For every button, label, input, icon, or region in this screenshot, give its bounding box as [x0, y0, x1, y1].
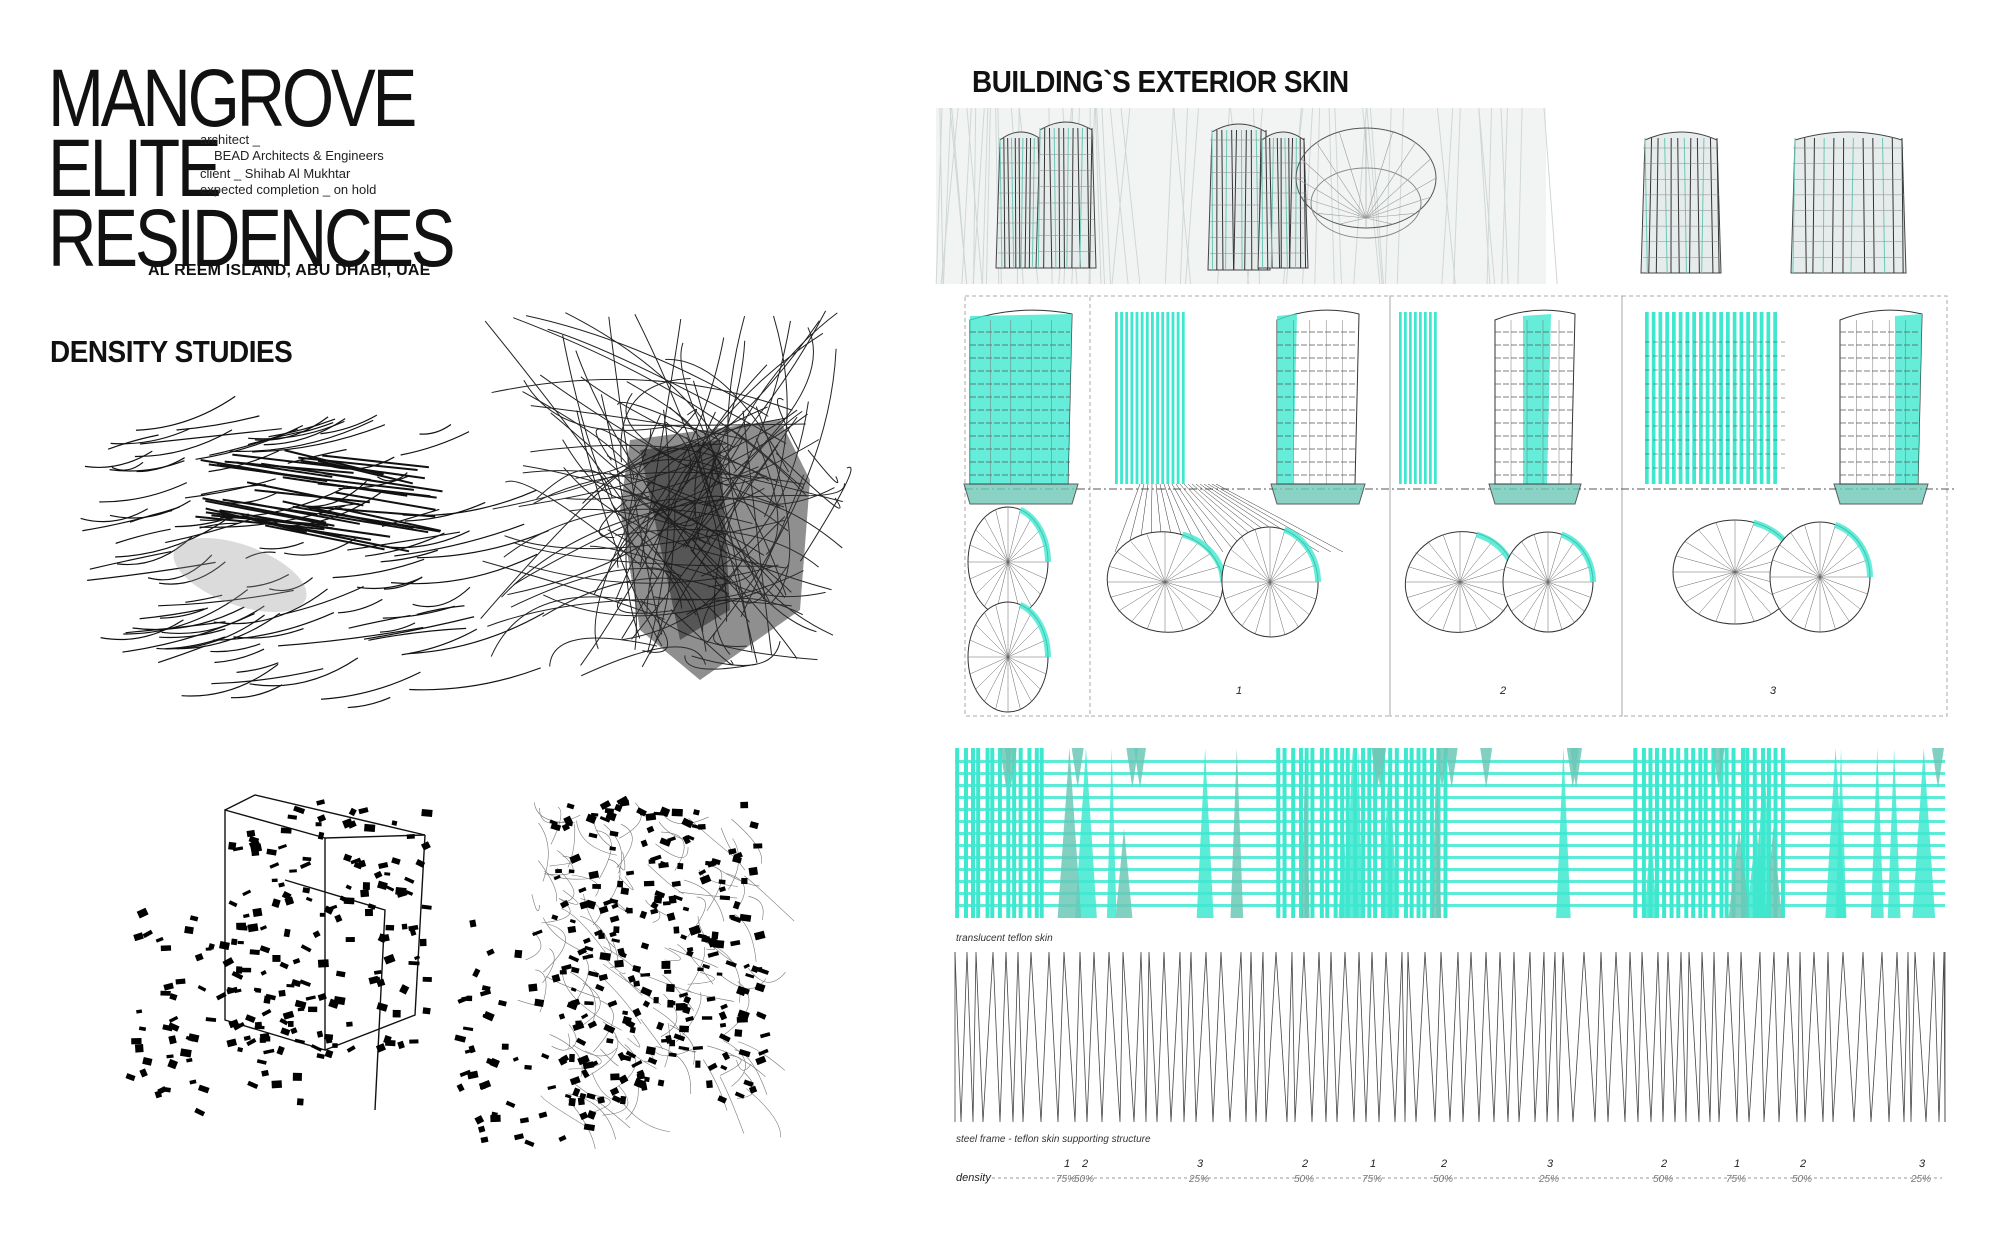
- architect-name: BEAD Architects & Engineers: [214, 148, 384, 163]
- skin-label: translucent teflon skin: [956, 933, 1053, 944]
- density-studies-heading: DENSITY STUDIES: [50, 334, 293, 369]
- density-sketch-4: [454, 795, 795, 1150]
- project-location: AL REEM ISLAND, ABU DHABI, UAE: [148, 262, 431, 279]
- panel-number-3: 3: [1770, 685, 1777, 697]
- skin-renderings-band: [935, 107, 1907, 285]
- client-info: client _ Shihab Al Mukhtar: [200, 166, 351, 181]
- density-zone-number: 3: [1547, 1158, 1554, 1170]
- title-line-3: RESIDENCES: [48, 193, 456, 284]
- density-scale-line: [992, 1177, 1942, 1179]
- density-percent: 50%: [1074, 1174, 1095, 1185]
- architect-label: architect _: [200, 132, 260, 147]
- frame-label: steel frame - teflon skin supporting str…: [956, 1134, 1151, 1145]
- density-percent: 25%: [1539, 1174, 1560, 1185]
- density-percent: 50%: [1792, 1174, 1813, 1185]
- steel-frame-zigzag: [954, 951, 1946, 1123]
- density-zone-number: 1: [1734, 1158, 1741, 1170]
- project-title: MANGROVE ELITE RESIDENCES: [48, 53, 456, 284]
- elevation-plan-diagrams: [963, 295, 1955, 717]
- density-percent: 75%: [1726, 1174, 1747, 1185]
- density-percent: 50%: [1433, 1174, 1454, 1185]
- density-zone-number: 1: [1370, 1158, 1377, 1170]
- density-sketch-2: [480, 310, 852, 680]
- density-percent: 25%: [1911, 1174, 1932, 1185]
- density-zone-number: 2: [1302, 1158, 1309, 1170]
- density-zone-number: 2: [1441, 1158, 1448, 1170]
- density-zone-number: 2: [1082, 1158, 1089, 1170]
- density-zone-number: 2: [1661, 1158, 1668, 1170]
- density-zone-number: 2: [1800, 1158, 1807, 1170]
- density-zone-number: 1: [1064, 1158, 1071, 1170]
- density-percent: 50%: [1653, 1174, 1674, 1185]
- panel-number-1: 1: [1236, 685, 1243, 697]
- density-zone-number: 3: [1197, 1158, 1204, 1170]
- density-percent: 75%: [1056, 1174, 1077, 1185]
- title-line-2: ELITE: [48, 123, 222, 214]
- exterior-skin-heading: BUILDING`S EXTERIOR SKIN: [972, 64, 1349, 99]
- density-sketch-3: [125, 794, 433, 1117]
- density-sketch-1: [80, 395, 549, 709]
- completion-info: expected completion _ on hold: [200, 182, 377, 197]
- title-line-1: MANGROVE: [48, 53, 417, 144]
- density-percent: 75%: [1362, 1174, 1383, 1185]
- project-info: architect _ BEAD Architects & Engineers …: [200, 132, 384, 198]
- density-zone-number: 3: [1919, 1158, 1926, 1170]
- density-percent: 50%: [1294, 1174, 1315, 1185]
- teflon-skin-strip: [955, 748, 1945, 918]
- density-label: density: [956, 1172, 991, 1184]
- panel-number-2: 2: [1500, 685, 1507, 697]
- density-percent: 25%: [1189, 1174, 1210, 1185]
